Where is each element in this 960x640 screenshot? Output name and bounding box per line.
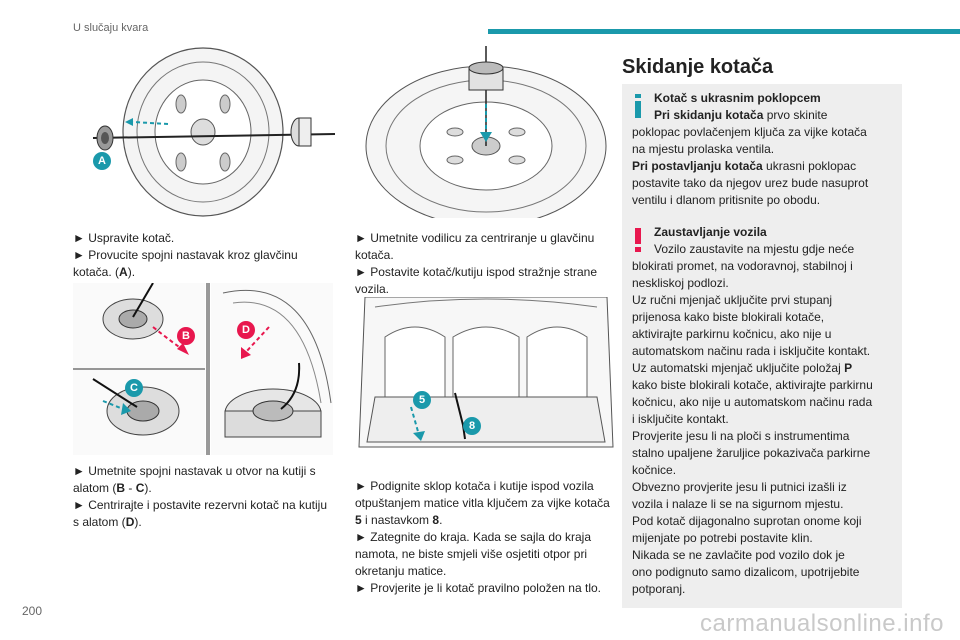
text-line: Obvezno provjerite jesu li putnici izašl… [632, 480, 847, 494]
text-line: Pri skidanju kotača prvo skinite [654, 108, 828, 122]
page-number: 200 [22, 604, 43, 618]
text-line: ► Uspravite kotač. [73, 231, 175, 245]
text-line: postavite tako da njegov urez bude nasup… [632, 176, 869, 190]
figure-car-rear: 5 8 [355, 297, 617, 457]
text-line: aktivirajte parkirnu kočnicu, ako nije u [632, 327, 832, 341]
warning-notice: Zaustavljanje vozila Vozilo zaustavite n… [622, 218, 902, 608]
text-line: ► Umetnite spojni nastavak u otvor na ku… [73, 464, 316, 478]
text-line: alatom (B - C). [73, 481, 152, 495]
text-line: otpuštanjem matice vitla ključem za vijk… [355, 496, 610, 510]
warning-icon [635, 228, 641, 252]
callout-b: B [177, 327, 195, 345]
info-notice: Kotač s ukrasnim poklopcem Pri skidanju … [622, 84, 902, 219]
callout-a-label: A [98, 155, 106, 167]
text-line: neskliskoj podlozi. [632, 276, 729, 290]
callout-5: 5 [413, 391, 431, 409]
text-line: Vozilo zaustavite na mjestu gdje neće [654, 242, 855, 256]
text-line: ► Postavite kotač/kutiju ispod stražnje … [355, 265, 597, 279]
callout-8: 8 [463, 417, 481, 435]
text-line: namota, ne biste smjeli više osjetiti ot… [355, 547, 588, 561]
text-line: na mjestu prolaska ventila. [632, 142, 775, 156]
text-line: 5 i nastavkom 8. [355, 513, 443, 527]
text-line: kočnicu, ako nije u automatskom načinu r… [632, 395, 873, 409]
text-line: Provjerite jesu li na ploči s instrument… [632, 429, 850, 443]
running-header: U slučaju kvara [73, 22, 149, 34]
text-line: mijenjate po potrebi postavite klin. [632, 531, 813, 545]
col2-instructions-1: ► Umetnite vodilicu za centriranje u gla… [355, 230, 625, 298]
text-line: ► Zategnite do kraja. Kada se sajla do k… [355, 530, 592, 544]
text-line: Uz automatski mjenjač uključite položaj … [632, 361, 853, 375]
col1-instructions-2: ► Umetnite spojni nastavak u otvor na ku… [73, 463, 343, 531]
info-heading: Kotač s ukrasnim poklopcem [654, 91, 821, 105]
text-line: s alatom (D). [73, 515, 142, 529]
warning-heading: Zaustavljanje vozila [654, 225, 767, 239]
info-icon [635, 94, 641, 118]
text-line: ► Podignite sklop kotača i kutije ispod … [355, 479, 594, 493]
text-line: vozila. [355, 282, 390, 296]
col1-instructions-1: ► Uspravite kotač. ► Provucite spojni na… [73, 230, 343, 281]
text-line: ► Provjerite je li kotač pravilno polože… [355, 581, 601, 595]
text-line: stalno upaljene žaruljice pokazivača par… [632, 446, 871, 460]
figure-wheel-adapter: A [73, 46, 335, 218]
text-line: Uz ručni mjenjač uključite prvi stupanj [632, 293, 833, 307]
text-line: kočnice. [632, 463, 677, 477]
text-line: i isključite kontakt. [632, 412, 729, 426]
figure-box-insert: B C D [73, 283, 333, 455]
text-line: kotača. [355, 248, 394, 262]
text-line: kotača. (A). [73, 265, 136, 279]
callout-d: D [237, 321, 255, 339]
text-line: ono podignuto samo dizalicom, upotrijebi… [632, 565, 860, 579]
text-line: blokirati promet, na vodoravnoj, stabiln… [632, 259, 853, 273]
text-line: ventilu i dlanom pritisnite po obodu. [632, 193, 821, 207]
text-line: ► Umetnite vodilicu za centriranje u gla… [355, 231, 595, 245]
watermark: carmanualsonline.info [700, 610, 944, 637]
callout-c-label: C [130, 382, 138, 394]
text-line: kako biste blokirali kotače, aktivirajte… [632, 378, 873, 392]
figure-centering-guide [355, 46, 617, 218]
callout-a: A [93, 152, 111, 170]
text-line: potporanj. [632, 582, 686, 596]
text-line: ► Provucite spojni nastavak kroz glavčin… [73, 248, 298, 262]
text-line: automatskom načinu rada i isključite kon… [632, 344, 871, 358]
text-line: poklopac povlačenjem ključa za vijke kot… [632, 125, 867, 139]
text-line: vozila i nalaze li se na sigurnom mjestu… [632, 497, 844, 511]
callout-d-label: D [242, 324, 250, 336]
text-line: Pri postavljanju kotača ukrasni poklopac [632, 159, 857, 173]
text-line: Pod kotač dijagonalno suprotan onome koj… [632, 514, 862, 528]
callout-b-label: B [182, 330, 190, 342]
callout-8-label: 8 [468, 420, 476, 432]
callout-5-label: 5 [418, 394, 426, 406]
text-line: Nikada se ne zavlačite pod vozilo dok je [632, 548, 845, 562]
header-accent-bar [488, 29, 960, 34]
text-line: okretanju matice. [355, 564, 447, 578]
col2-instructions-2: ► Podignite sklop kotača i kutije ispod … [355, 478, 630, 597]
section-title: Skidanje kotača [622, 56, 774, 78]
text-line: ► Centrirajte i postavite rezervni kotač… [73, 498, 327, 512]
text-line: prijenosa kako biste blokirali kotače, [632, 310, 825, 324]
callout-c: C [125, 379, 143, 397]
